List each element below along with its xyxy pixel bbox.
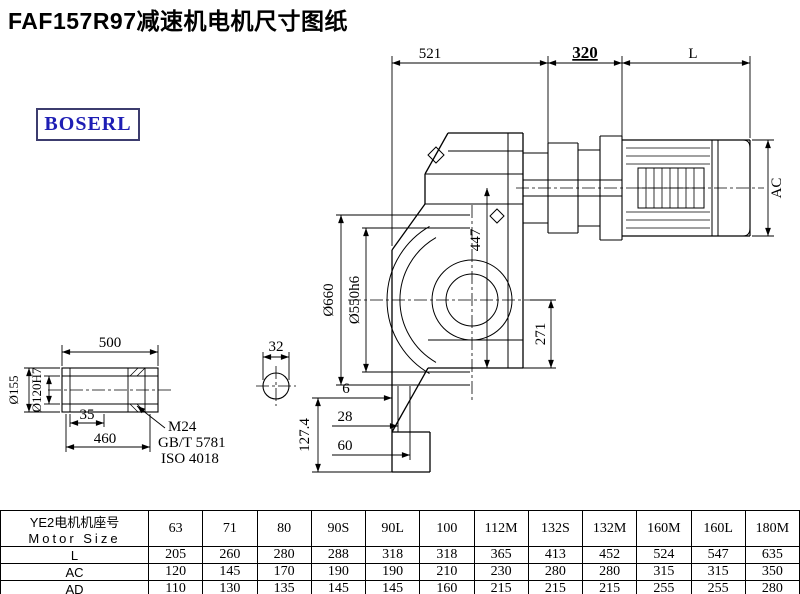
dim-550h6: Ø550h6 xyxy=(347,275,363,324)
table-cell: 130 xyxy=(202,580,258,594)
table-cell: 110 xyxy=(147,580,204,594)
centerlines xyxy=(48,187,764,406)
shaft-detail xyxy=(61,367,290,413)
dim-35: 35 xyxy=(80,407,95,423)
table-cell: 145 xyxy=(364,580,421,594)
size-col-header: 160L xyxy=(690,510,746,547)
table-cell: 315 xyxy=(636,563,692,581)
table-cell: 318 xyxy=(419,546,475,564)
table-cell: 280 xyxy=(744,580,800,594)
table-cell: 280 xyxy=(581,563,638,581)
dim-AC: AC xyxy=(769,178,785,199)
dim-521: 521 xyxy=(419,46,442,62)
size-col-header: 132S xyxy=(527,510,584,547)
table-cell: 170 xyxy=(256,563,312,581)
table-cell: 288 xyxy=(310,546,367,564)
table-cell: 350 xyxy=(744,563,800,581)
row-label: L xyxy=(0,546,149,564)
motor-size-label-en: Motor Size xyxy=(28,530,121,546)
label-iso-4018: ISO 4018 xyxy=(161,451,219,467)
table-cell: 365 xyxy=(473,546,529,564)
table-cell: 255 xyxy=(690,580,746,594)
table-cell: 315 xyxy=(690,563,746,581)
table-cell: 210 xyxy=(419,563,475,581)
table-row-AC: AC 120 145 170 190 190 210 230 280 280 3… xyxy=(0,563,800,581)
size-col-header: 90S xyxy=(310,510,367,547)
dim-271: 271 xyxy=(533,323,549,346)
size-col-header: 160M xyxy=(636,510,692,547)
size-col-header: 80 xyxy=(256,510,312,547)
table-cell: 635 xyxy=(744,546,800,564)
table-cell: 215 xyxy=(527,580,584,594)
dim-460: 460 xyxy=(94,431,117,447)
table-row-L: L 205 260 280 288 318 318 365 413 452 52… xyxy=(0,546,800,564)
boserl-logo: BOSERL xyxy=(36,108,140,141)
size-col-header: 112M xyxy=(473,510,529,547)
table-cell: 135 xyxy=(256,580,312,594)
dim-320: 320 xyxy=(572,43,598,62)
table-cell: 524 xyxy=(636,546,692,564)
table-cell: 452 xyxy=(581,546,638,564)
table-cell: 145 xyxy=(202,563,258,581)
row-label: AC xyxy=(0,563,149,581)
motor-size-label-cn: YE2电机机座号 xyxy=(29,514,120,530)
table-cell: 280 xyxy=(256,546,312,564)
motor-size-header-cell: YE2电机机座号 Motor Size xyxy=(0,510,149,547)
dim-500: 500 xyxy=(99,335,122,351)
size-col-header: 63 xyxy=(147,510,204,547)
dim-L: L xyxy=(688,46,697,62)
size-col-header: 71 xyxy=(202,510,258,547)
table-cell: 190 xyxy=(364,563,421,581)
dim-155: Ø155 xyxy=(6,376,21,405)
row-label: AD xyxy=(0,580,149,594)
table-cell: 318 xyxy=(364,546,421,564)
table-row-AD: AD 110 130 135 145 145 160 215 215 215 2… xyxy=(0,580,800,594)
table-cell: 230 xyxy=(473,563,529,581)
dim-127-4: 127.4 xyxy=(297,418,313,452)
table-cell: 413 xyxy=(527,546,584,564)
dim-60: 60 xyxy=(338,438,353,454)
dim-660: Ø660 xyxy=(321,283,337,316)
dimension-texts: 521 320 L AC Ø660 Ø550h6 447 271 500 Ø15… xyxy=(6,43,785,467)
dim-28: 28 xyxy=(338,409,353,425)
table-cell: 160 xyxy=(419,580,475,594)
size-col-header: 90L xyxy=(364,510,421,547)
page-title: FAF157R97减速机电机尺寸图纸 xyxy=(8,8,349,34)
table-cell: 215 xyxy=(581,580,638,594)
table-cell: 280 xyxy=(527,563,584,581)
table-cell: 120 xyxy=(147,563,204,581)
motor-size-table-wrap: YE2电机机座号 Motor Size 63 71 80 90S 90L 100… xyxy=(0,510,800,594)
table-cell: 190 xyxy=(310,563,367,581)
table-cell: 255 xyxy=(636,580,692,594)
motor-size-table: YE2电机机座号 Motor Size 63 71 80 90S 90L 100… xyxy=(0,510,800,594)
table-cell: 260 xyxy=(202,546,258,564)
size-col-header: 180M xyxy=(744,510,800,547)
dimension-lines xyxy=(24,56,774,473)
gearbox-outline xyxy=(386,132,524,473)
label-m24: M24 xyxy=(168,419,197,435)
table-header-row: YE2电机机座号 Motor Size 63 71 80 90S 90L 100… xyxy=(0,510,800,547)
table-cell: 547 xyxy=(690,546,746,564)
motor-body xyxy=(622,139,751,237)
dim-120H7: Ø120H7 xyxy=(29,367,44,412)
dim-6: 6 xyxy=(342,381,350,397)
table-cell: 215 xyxy=(473,580,529,594)
dim-32: 32 xyxy=(269,339,284,355)
table-cell: 205 xyxy=(147,546,204,564)
table-cell: 145 xyxy=(310,580,367,594)
label-gbt-5781: GB/T 5781 xyxy=(158,435,226,451)
size-col-header: 100 xyxy=(419,510,475,547)
dim-447: 447 xyxy=(468,228,484,251)
size-col-header: 132M xyxy=(581,510,638,547)
